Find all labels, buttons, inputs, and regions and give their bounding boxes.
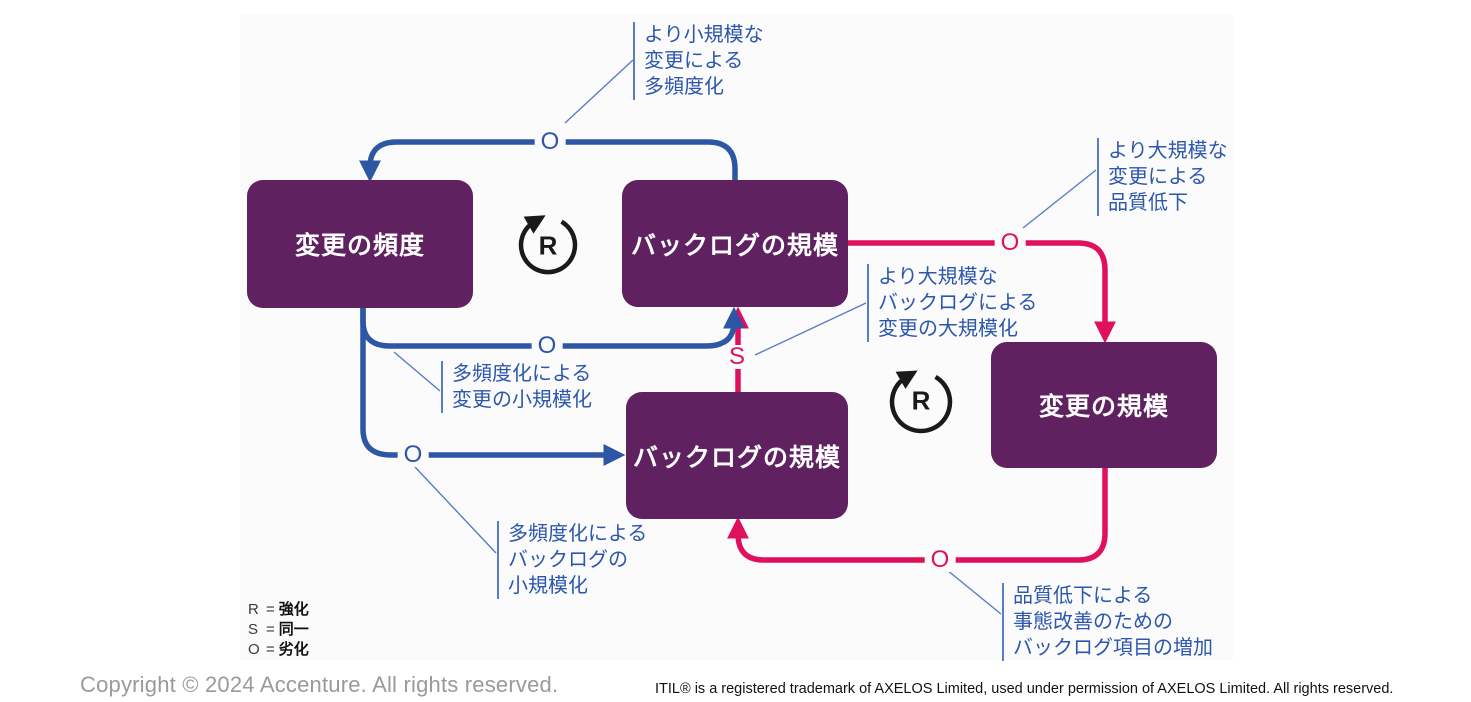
legend-symbol: R: [248, 601, 259, 618]
link-backlog-top-to-change-size: [847, 240, 1116, 344]
polarity-o-top-arc: O: [534, 130, 566, 154]
annotation-line: 多頻度化による: [508, 523, 648, 545]
legend: R=強化 S=同一 O=劣化: [248, 600, 309, 660]
annotation-line: 変更による: [644, 50, 744, 72]
polarity-s-vertical: S: [722, 345, 752, 369]
annotation-smaller-changes: より小規模な 変更による 多頻度化: [633, 22, 764, 100]
polarity-o-bottom-arc: O: [924, 548, 956, 572]
leader-larger-backlog: [754, 302, 867, 356]
copyright-text: Copyright © 2024 Accenture. All rights r…: [80, 672, 559, 697]
annotation-line: 小規模化: [508, 575, 588, 597]
annotation-backlog-increase: 品質低下による 事態改善のための バックログ項目の増加: [1002, 583, 1213, 661]
legend-equals: =: [266, 621, 275, 638]
annotation-line: 品質低下による: [1013, 585, 1153, 607]
legend-meaning: 強化: [278, 601, 309, 618]
annotation-line: 事態改善のための: [1013, 611, 1173, 633]
node-change-frequency: 変更の頻度: [247, 180, 473, 308]
annotation-line: より大規模な: [1108, 140, 1228, 162]
annotation-line: 変更の小規模化: [452, 389, 592, 411]
loop-left-label: R: [538, 230, 558, 261]
leader-backlog-increase: [946, 569, 1002, 615]
loop-left-arc: [518, 215, 578, 275]
leader-smaller-change-size: [393, 351, 441, 392]
legend-symbol: S: [248, 621, 259, 638]
annotation-quality-drop: より大規模な 変更による 品質低下: [1097, 138, 1228, 216]
node-backlog-size-top: バックログの規模: [622, 180, 848, 307]
annotation-smaller-change-size: 多頻度化による 変更の小規模化: [441, 361, 592, 413]
node-change-size: 変更の規模: [991, 342, 1217, 468]
annotation-larger-backlog: より大規模な バックログによる 変更の大規模化: [867, 264, 1037, 342]
annotation-line: 多頻度化: [644, 76, 724, 98]
trademark-text: ITIL® is a registered trademark of AXELO…: [655, 681, 1394, 697]
link-change-size-to-backlog-bottom: [727, 468, 1108, 563]
node-backlog-size-bottom: バックログの規模: [626, 392, 848, 519]
leader-quality-drop: [1022, 169, 1097, 229]
annotation-line: 変更の大規模化: [878, 318, 1018, 340]
link-change-frequency-to-backlog-bottom: [360, 308, 626, 466]
annotation-line: バックログの: [508, 549, 628, 571]
polarity-o-right-arc: O: [994, 231, 1026, 255]
polarity-o-lower-arc: O: [397, 443, 429, 467]
legend-row-o: O =劣化: [248, 640, 309, 660]
annotation-line: より大規模な: [878, 266, 998, 288]
legend-meaning: 劣化: [278, 641, 309, 658]
link-backlog-top-to-change-frequency: [359, 139, 738, 183]
loop-right-label: R: [911, 385, 931, 416]
leader-smaller-backlog: [414, 466, 497, 554]
annotation-line: より小規模な: [644, 24, 764, 46]
legend-row-r: R =強化: [248, 600, 309, 620]
annotation-line: バックログ項目の増加: [1013, 637, 1213, 659]
legend-equals: =: [266, 641, 275, 658]
legend-equals: =: [266, 601, 275, 618]
leader-smaller-changes: [564, 59, 634, 124]
legend-meaning: 同一: [278, 621, 309, 638]
loop-right-arc: [889, 370, 953, 434]
legend-symbol: O: [248, 641, 260, 658]
annotation-smaller-backlog: 多頻度化による バックログの 小規模化: [497, 521, 647, 599]
annotation-line: 多頻度化による: [452, 363, 592, 385]
annotation-line: 品質低下: [1108, 192, 1188, 214]
annotation-line: 変更による: [1108, 166, 1208, 188]
legend-row-s: S =同一: [248, 620, 309, 640]
polarity-o-middle-arc: O: [531, 334, 563, 358]
annotation-line: バックログによる: [878, 292, 1038, 314]
